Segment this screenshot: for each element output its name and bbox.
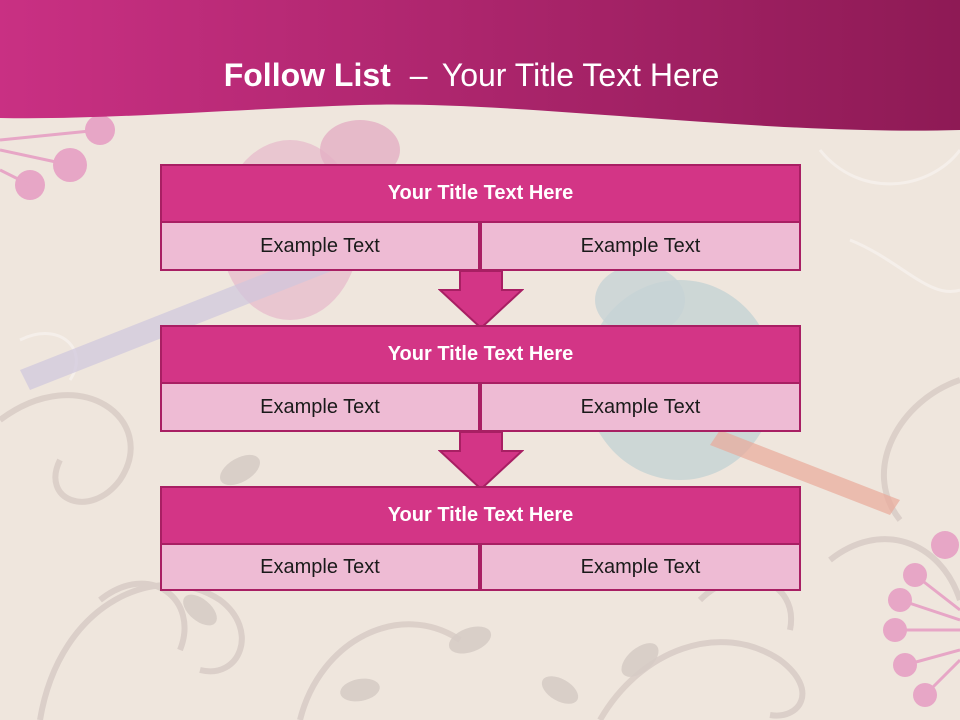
block-cell-right: Example Text	[480, 382, 801, 432]
slide-title: Follow List – Your Title Text Here	[0, 52, 943, 98]
down-arrow-icon	[438, 431, 524, 491]
title-dash: –	[409, 57, 428, 93]
down-arrow-icon	[438, 270, 524, 330]
block-cell-left: Example Text	[160, 221, 480, 271]
block-header: Your Title Text Here	[160, 164, 801, 223]
block-cell-right: Example Text	[480, 543, 801, 591]
block-cell-right: Example Text	[480, 221, 801, 271]
block-header: Your Title Text Here	[160, 486, 801, 545]
block-cell-left: Example Text	[160, 382, 480, 432]
title-bold: Follow List	[223, 57, 391, 93]
title-rest: Your Title Text Here	[441, 57, 720, 93]
block-cell-left: Example Text	[160, 543, 480, 591]
block-header: Your Title Text Here	[160, 325, 801, 384]
